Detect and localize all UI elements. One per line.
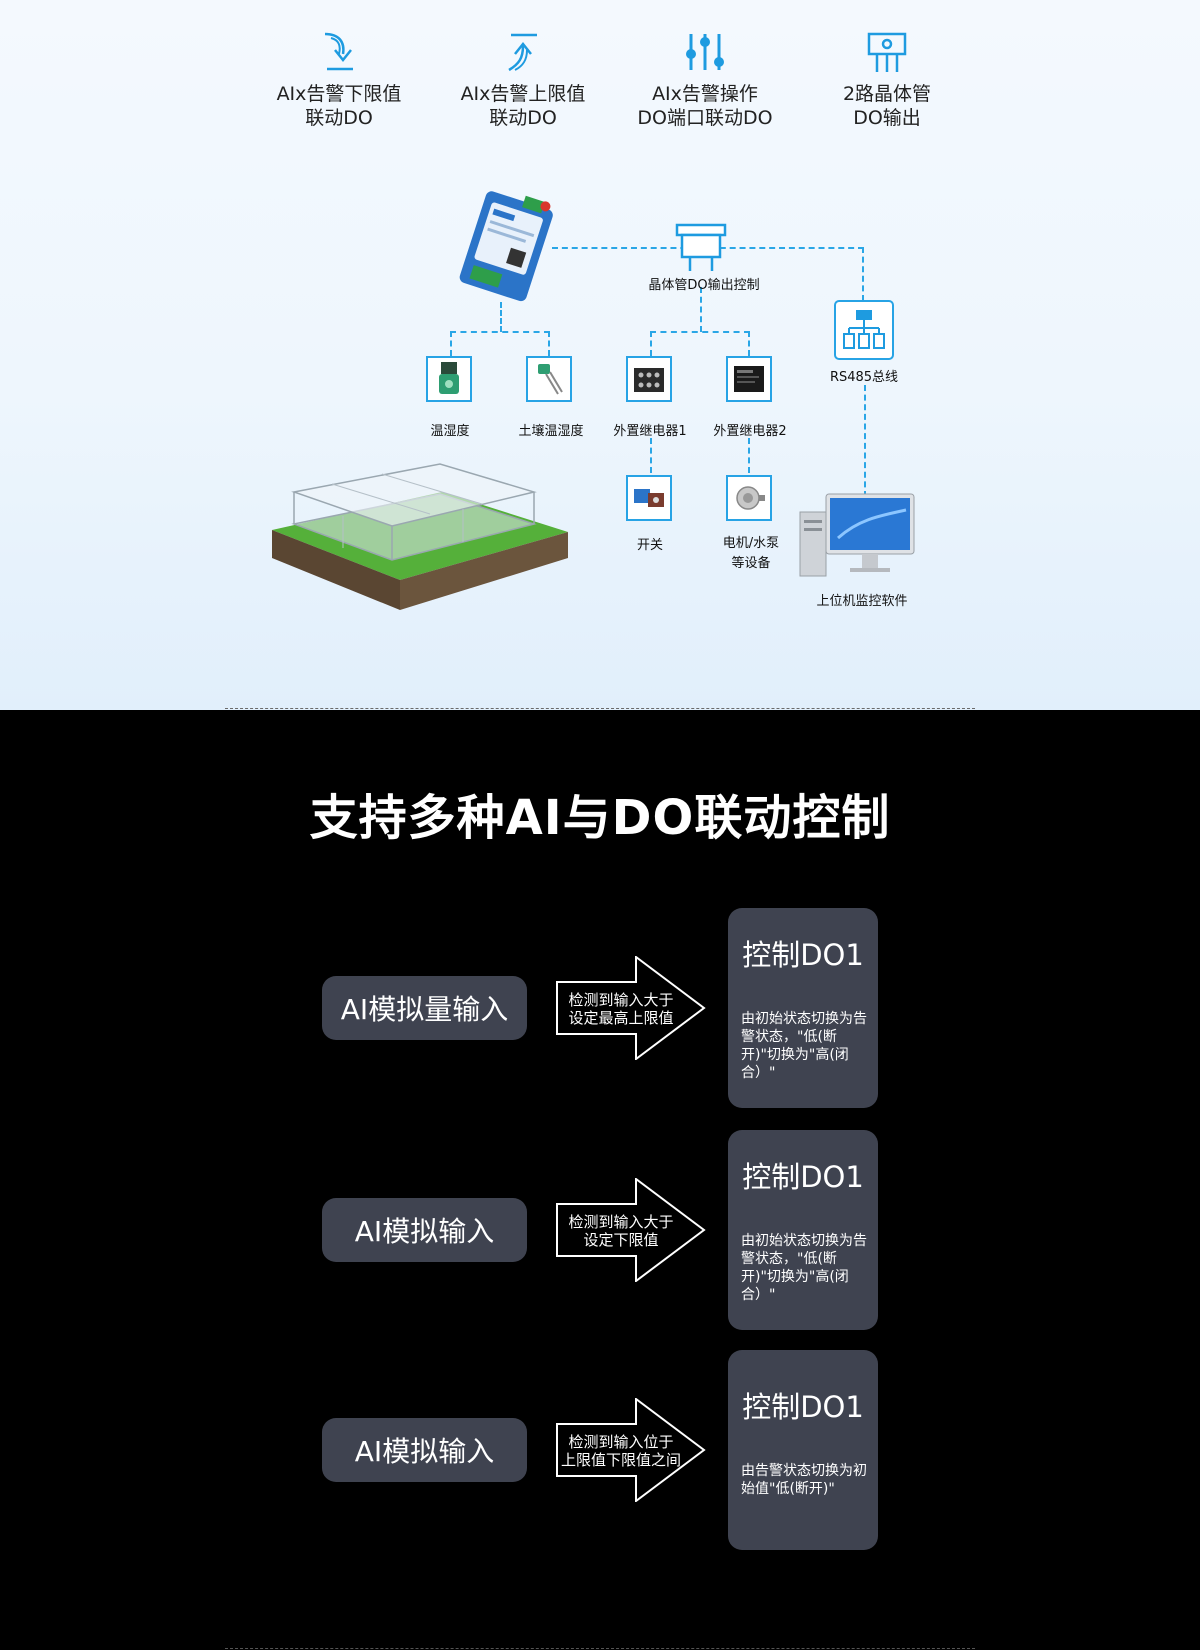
switch-module-icon [634,489,664,507]
feature-line1: AIx告警上限值 [460,83,586,105]
sensor-soil-label: 土壤温湿度 [518,424,584,439]
temp-humidity-sensor-icon [439,362,459,394]
computer-image [799,493,915,577]
connector-line [650,438,652,473]
controller-device-image [459,191,553,302]
connector-line [748,438,750,473]
arrow-down-icon [324,32,353,71]
do-output-description: 由初始状态切换为告警状态，"低(断开)"切换为"高(闭合）" [741,1011,867,1081]
feature-line2: DO输出 [853,107,921,129]
feature-line2: DO端口联动DO [637,107,773,129]
do-output-title: 控制DO1 [742,938,864,972]
condition-text: 检测到输入大于 设定下限值 [558,1213,684,1249]
do-output-card: 控制DO1 由告警状态切换为初始值"低(断开)" [728,1350,878,1550]
condition-line1: 检测到输入位于 [568,1433,674,1451]
pc-label: 上位机监控软件 [816,594,908,609]
feature-low-limit: AIx告警下限值 联动DO [244,30,434,130]
motor-box [726,475,772,521]
condition-line2: 设定下限值 [583,1231,659,1249]
connector-line [700,287,702,332]
connector-line [450,331,452,356]
condition-line1: 检测到输入大于 [568,991,674,1009]
connector-line [862,247,864,301]
section-divider [225,708,975,709]
do-output-description: 由初始状态切换为告警状态，"低(断开)"切换为"高(闭合）" [741,1233,867,1303]
do-output-card: 控制DO1 由初始状态切换为告警状态，"低(断开)"切换为"高(闭合）" [728,908,878,1108]
temp-humidity-sensor-box [426,356,472,402]
motor-label: 电机/水泵 等设备 [706,534,796,574]
linkage-section: 支持多种AI与DO联动控制 AI模拟量输入 检测到输入大于 设定最高上限值 控制… [0,710,1200,1650]
soil-sensor-icon [538,364,563,395]
feature-line1: AIx告警操作 [652,83,758,105]
feature-high-limit: AIx告警上限值 联动DO [428,30,618,130]
connector-line [450,331,550,333]
condition-arrow-icon [556,956,706,1060]
condition-line1: 检测到输入大于 [568,1213,674,1231]
transistor-icon [675,223,727,271]
relay1-label: 外置继电器1 [613,424,687,439]
feature-transistor-do: 2路晶体管 DO输出 [792,30,982,130]
feature-line1: AIx告警下限值 [276,83,402,105]
arrow-up-icon [508,33,537,72]
section-divider [225,1648,975,1649]
top-section: AIx告警下限值 联动DO AIx告警上限值 联动DO AIx告警操作 DO端口… [0,0,1200,710]
ai-input-pill: AI模拟输入 [322,1198,527,1262]
switch-label: 开关 [636,538,663,553]
motor-label-line1: 电机/水泵 [722,536,780,551]
network-hub-icon [843,310,885,349]
do-output-title: 控制DO1 [742,1160,864,1194]
connector-line [650,331,652,356]
rs485-bus-box [834,300,894,360]
condition-arrow-icon [556,1398,706,1502]
connector-line [864,385,866,497]
condition-line2: 上限值下限值之间 [560,1451,681,1469]
relay-icon [734,366,764,392]
sliders-icon [686,34,724,70]
sensor-temp-label: 温湿度 [430,424,470,439]
soil-sensor-box [526,356,572,402]
greenhouse-image [272,463,568,610]
feature-line1: 2路晶体管 [842,83,932,105]
switch-box [626,475,672,521]
do-control-label: 晶体管DO输出控制 [648,278,760,293]
connector-line [500,302,502,332]
condition-line2: 设定最高上限值 [568,1009,674,1027]
condition-text: 检测到输入位于 上限值下限值之间 [558,1433,684,1469]
relay2-box [726,356,772,402]
condition-arrow-icon [556,1178,706,1282]
connector-line [748,331,750,356]
transistor-icon [867,32,907,72]
relay1-box [626,356,672,402]
ai-input-pill: AI模拟输入 [322,1418,527,1482]
do-output-card: 控制DO1 由初始状态切换为告警状态，"低(断开)"切换为"高(闭合）" [728,1130,878,1330]
ai-input-pill: AI模拟量输入 [322,976,527,1040]
relay-socket-icon [634,368,664,392]
feature-alarm-operation: AIx告警操作 DO端口联动DO [610,30,800,130]
motor-label-line2: 等设备 [731,556,771,571]
condition-text: 检测到输入大于 设定最高上限值 [558,991,684,1027]
connector-line [548,331,550,356]
section-title: 支持多种AI与DO联动控制 [309,790,891,846]
connector-line [650,331,750,333]
relay2-label: 外置继电器2 [713,424,787,439]
motor-pump-icon [736,486,765,510]
do-output-title: 控制DO1 [742,1390,864,1424]
rs485-label: RS485总线 [829,370,899,385]
feature-line2: 联动DO [305,107,373,129]
do-output-description: 由告警状态切换为初始值"低(断开)" [741,1463,867,1497]
feature-line2: 联动DO [489,107,557,129]
